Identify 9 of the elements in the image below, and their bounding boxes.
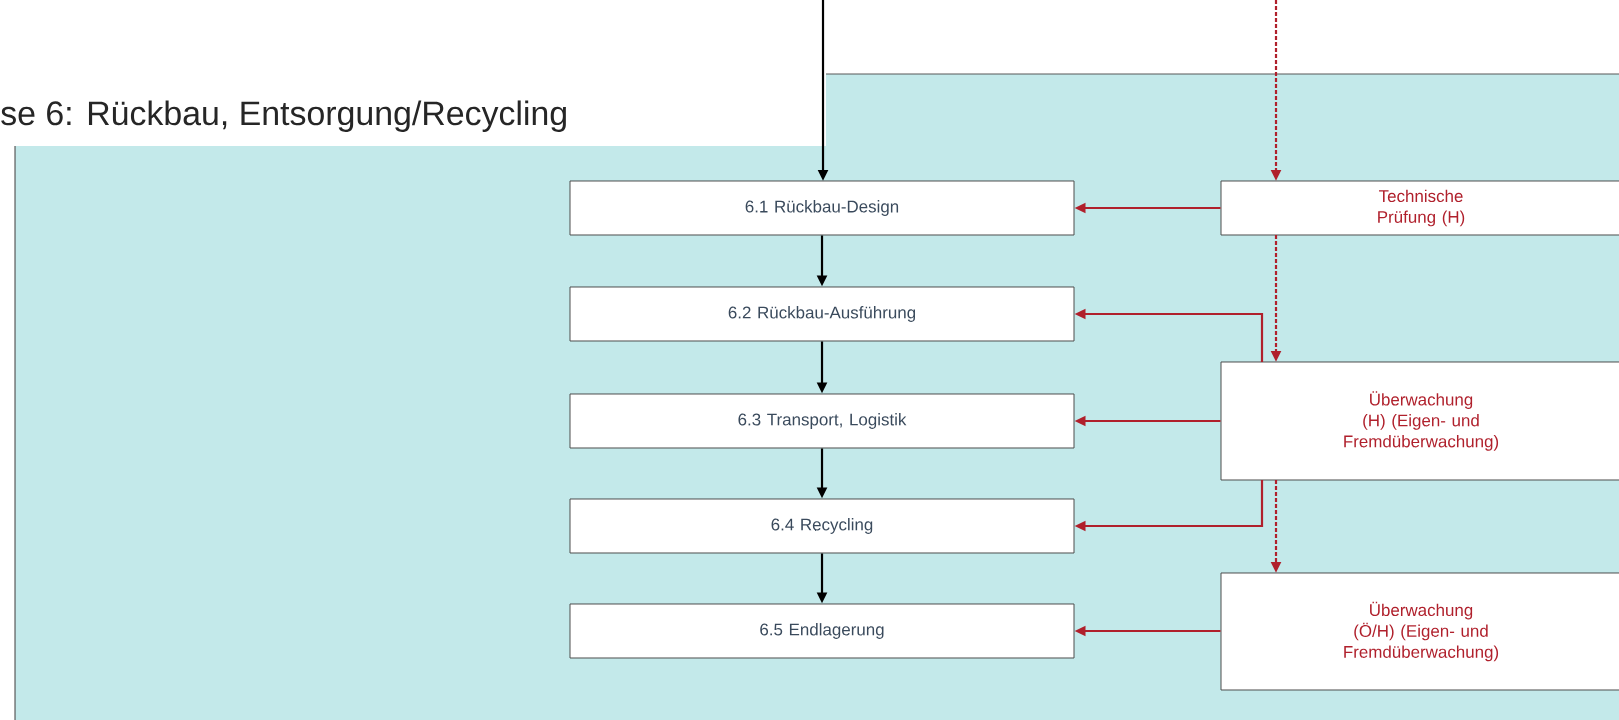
process-box: 6.5 Endlagerung: [569, 603, 1075, 659]
process-box: 6.3 Transport, Logistik: [569, 393, 1075, 449]
control-box: Technische Prüfung (H): [1220, 180, 1619, 236]
process-box: 6.4 Recycling: [569, 498, 1075, 554]
title: se 6: Rückbau, Entsorgung/Recycling: [1, 100, 566, 133]
process-box: 6.2 Rückbau-Ausführung: [569, 286, 1075, 342]
control-box: Überwachung (Ö/H) (Eigen- und Fremdüberwachung): [1220, 572, 1619, 691]
control-box: Überwachung (H) (Eigen- und Fremdüberwachung): [1220, 361, 1619, 481]
process-box: 6.1 Rückbau-Design: [569, 180, 1075, 236]
